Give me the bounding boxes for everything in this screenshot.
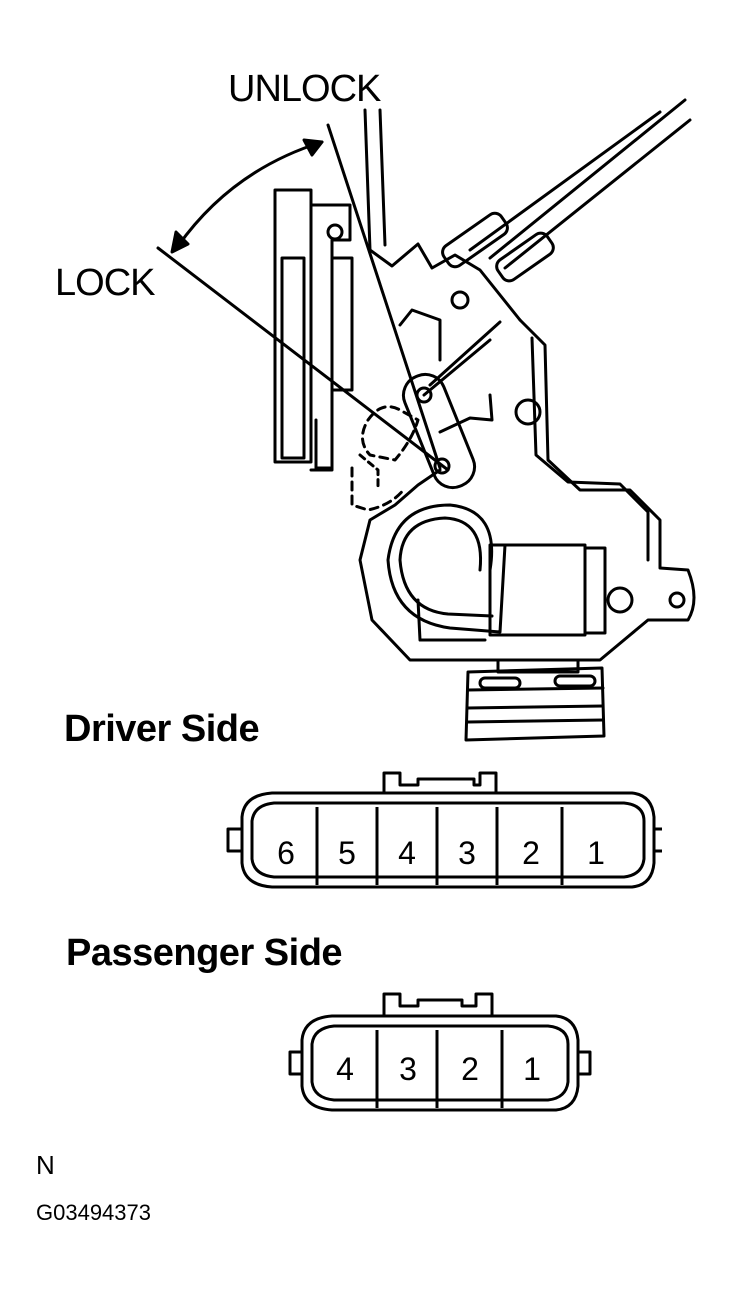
driver-side-connector: 6 5 4 3 2 1 (226, 771, 662, 889)
driver-pin-6: 6 (277, 835, 295, 871)
passenger-pin-1: 1 (523, 1051, 541, 1087)
passenger-pin-4: 4 (336, 1051, 354, 1087)
driver-pin-3: 3 (458, 835, 476, 871)
passenger-pin-3: 3 (399, 1051, 417, 1087)
harness-connector (464, 666, 606, 742)
door-lock-actuator-illustration (156, 98, 696, 742)
driver-pin-1: 1 (587, 835, 605, 871)
unlock-position-line (326, 123, 442, 470)
arc-arrowhead-lock (170, 230, 190, 254)
passenger-side-heading: Passenger Side (66, 932, 343, 974)
lever-lock-position (361, 405, 420, 462)
figure-letter: N (36, 1150, 55, 1180)
lock-label: LOCK (55, 262, 155, 304)
unlock-label: UNLOCK (228, 68, 381, 110)
rotation-arc (176, 140, 324, 248)
driver-side-heading: Driver Side (64, 708, 260, 750)
arc-arrowhead-unlock (302, 138, 324, 157)
driver-pin-2: 2 (522, 835, 540, 871)
passenger-pin-2: 2 (461, 1051, 479, 1087)
driver-pin-4: 4 (398, 835, 416, 871)
figure-id: G03494373 (36, 1200, 151, 1225)
passenger-side-connector: 4 3 2 1 (288, 992, 592, 1112)
driver-pin-5: 5 (338, 835, 356, 871)
